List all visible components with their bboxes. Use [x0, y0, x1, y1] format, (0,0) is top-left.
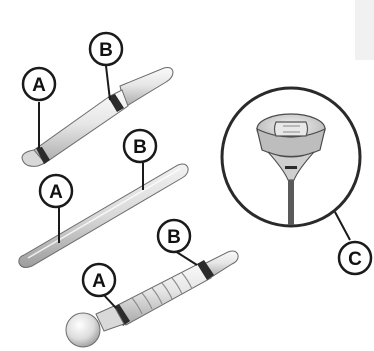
callout-b3: B [158, 220, 190, 252]
dipstick-3-body [112, 263, 211, 325]
callout-c: C [339, 242, 371, 274]
dipstick-1-thin-end [120, 68, 173, 108]
detail-callout [222, 88, 360, 226]
dipstick-3-ball [66, 313, 100, 347]
callout-b3-label: B [167, 227, 181, 248]
callout-a2-label: A [49, 182, 63, 203]
detail-shaft [288, 180, 294, 225]
callout-b1: B [90, 33, 122, 65]
detail-ring [285, 166, 297, 169]
callout-a1: A [23, 68, 55, 100]
detail-cap-grip [275, 122, 308, 136]
callout-b1-label: B [99, 40, 113, 61]
callout-c-label: C [348, 249, 362, 270]
leader-b1 [106, 66, 110, 100]
callout-b2-label: B [133, 137, 147, 158]
page-edge-mark [355, 0, 374, 60]
callout-a3: A [83, 264, 115, 296]
callout-a3-label: A [92, 271, 106, 292]
leader-c [335, 212, 350, 240]
callout-a1-label: A [32, 75, 46, 96]
leader-b3 [175, 251, 197, 265]
callout-b2: B [124, 130, 156, 162]
callout-a2: A [40, 175, 72, 207]
